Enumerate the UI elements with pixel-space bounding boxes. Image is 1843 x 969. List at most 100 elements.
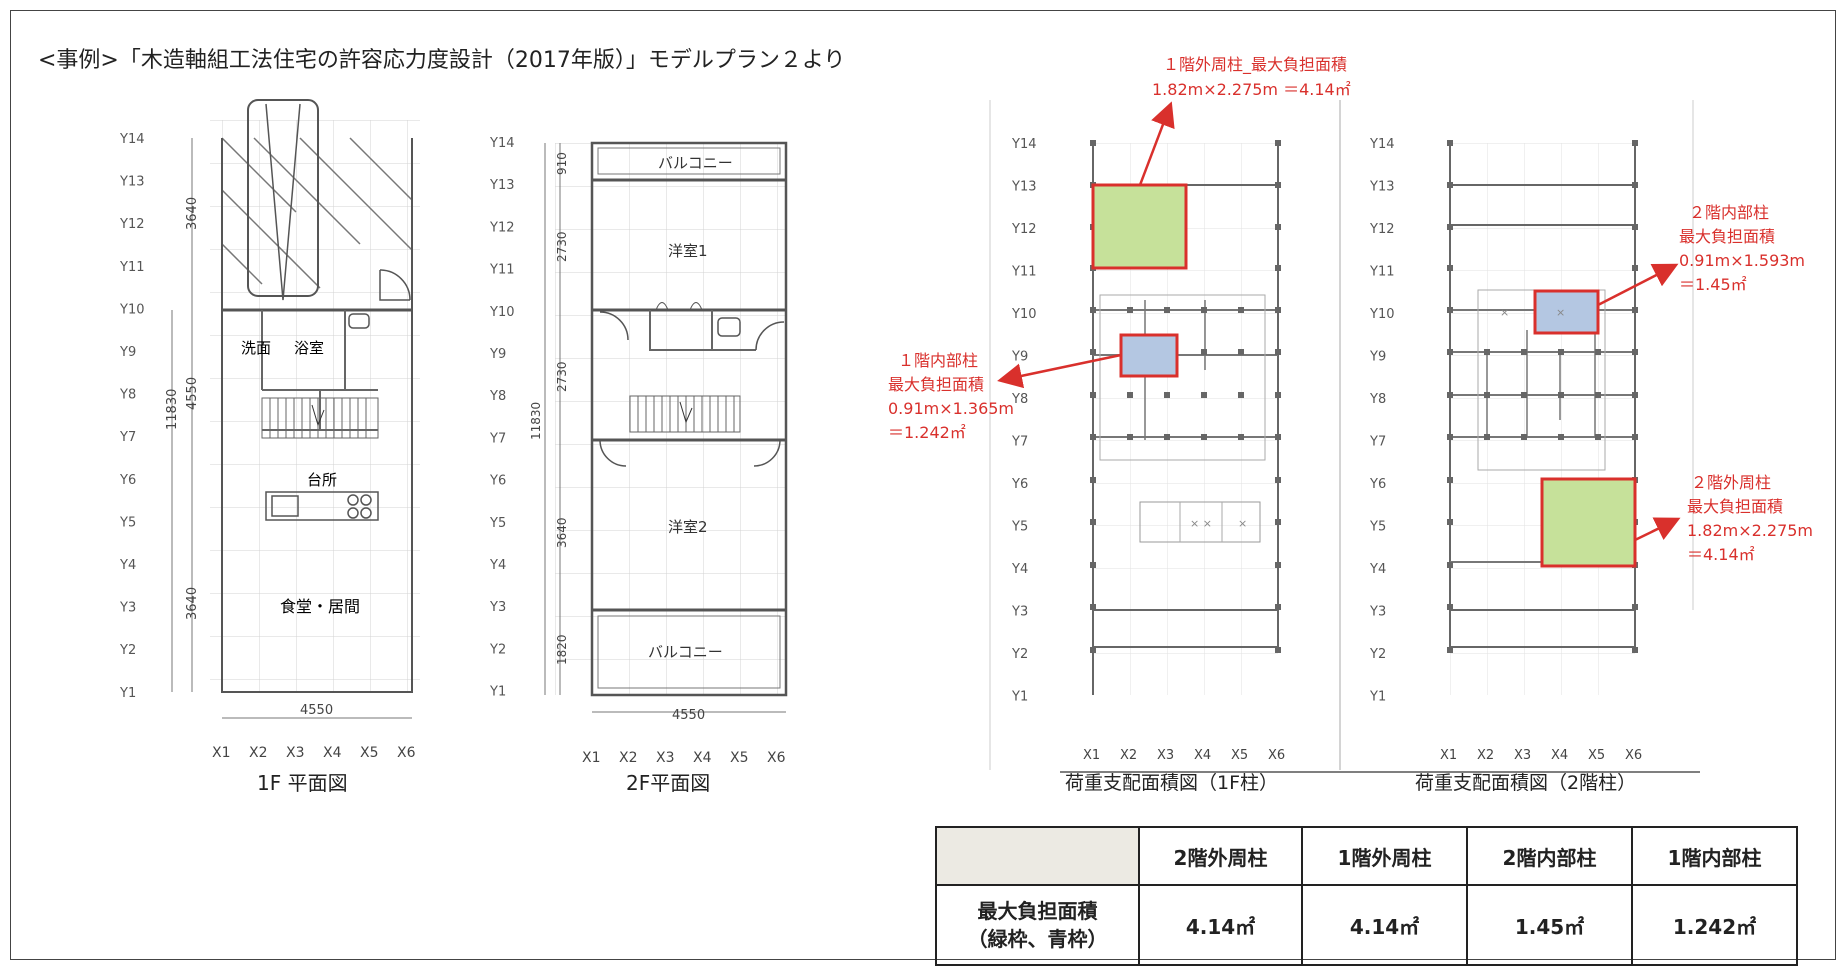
- table-corner-cell: [935, 826, 1140, 886]
- y-label-y11: Y11: [1369, 265, 1394, 280]
- room-label-dining: 食堂・居間: [280, 597, 360, 616]
- kitchen-counter: [265, 491, 379, 521]
- column-post: [1447, 477, 1453, 483]
- x-label-x3: X3: [656, 750, 675, 766]
- y-label-y5: Y5: [489, 516, 506, 531]
- x-label-x5: X5: [360, 745, 379, 761]
- row-label-line2: （緑枠、青枠）: [967, 927, 1108, 951]
- annotation-inner-1f-line2: 最大負担面積: [888, 375, 984, 394]
- x-label-x3: X3: [1157, 748, 1174, 763]
- y-label-y10: Y10: [1011, 307, 1036, 322]
- x-label-x6: X6: [1625, 748, 1642, 763]
- y-label-y3: Y3: [119, 601, 136, 616]
- room-label-bath: 浴室: [294, 339, 324, 357]
- y-label-y2: Y2: [489, 642, 506, 657]
- x-label-x6: X6: [1268, 748, 1285, 763]
- column-post: [1521, 349, 1527, 355]
- y-label-y6: Y6: [1369, 477, 1386, 492]
- dim-1f-mid: 4550: [185, 377, 200, 410]
- table-header-cell: 2階外周柱: [1138, 826, 1303, 886]
- room-label-balcony-bottom: バルコニー: [648, 643, 723, 661]
- x-label-x5: X5: [1588, 748, 1605, 763]
- y-label-y5: Y5: [119, 515, 136, 530]
- annotation-inner-1f-line3: 0.91m×1.365m: [888, 399, 1014, 418]
- plan-1f-dimensions: [171, 138, 412, 719]
- column-post: [1275, 182, 1281, 188]
- column-post: [1238, 434, 1244, 440]
- x-label-x5: X5: [1231, 748, 1248, 763]
- table-cell: 1.45㎡: [1466, 884, 1633, 966]
- y-label-y14: Y14: [1369, 137, 1394, 152]
- y-label-y9: Y9: [489, 347, 506, 362]
- column-post: [1090, 392, 1096, 398]
- load-1f-inner-column-area: [1119, 333, 1179, 378]
- y-label-y10: Y10: [1369, 307, 1394, 322]
- column-post: [1275, 604, 1281, 610]
- y-label-y10: Y10: [489, 305, 514, 320]
- column-post: [1521, 392, 1527, 398]
- column-post: [1447, 224, 1453, 230]
- y-label-y4: Y4: [119, 558, 136, 573]
- plan-2f-title: 2F平面図: [626, 771, 710, 795]
- y-label-y13: Y13: [1369, 180, 1394, 195]
- column-post: [1632, 307, 1638, 313]
- y-label-y8: Y8: [1011, 392, 1028, 407]
- load-1f-title: 荷重支配面積図（1F柱）: [1065, 772, 1278, 794]
- plan-2f-stairs: [629, 395, 741, 433]
- table-row-label: 最大負担面積 （緑枠、青枠）: [935, 884, 1140, 966]
- dim-2f-d5: 1820: [555, 634, 569, 665]
- y-label-y7: Y7: [119, 430, 136, 445]
- annotation-inner-2f-line2: 最大負担面積: [1679, 227, 1775, 246]
- load-2f-inner-column-area: [1533, 289, 1600, 335]
- column-post: [1127, 392, 1133, 398]
- dim-2f-total: 11830: [529, 402, 543, 440]
- load-1f-outer-column-area: [1091, 183, 1188, 270]
- column-post: [1484, 349, 1490, 355]
- column-post: [1632, 224, 1638, 230]
- column-post: [1484, 392, 1490, 398]
- column-post: [1632, 140, 1638, 146]
- column-post: [1632, 647, 1638, 653]
- column-post: [1447, 140, 1453, 146]
- column-post: [1447, 434, 1453, 440]
- column-post: [1275, 307, 1281, 313]
- y-label-y14: Y14: [119, 132, 144, 147]
- column-post: [1127, 307, 1133, 313]
- y-label-y2: Y2: [1011, 647, 1028, 662]
- row-label-line1: 最大負担面積: [977, 899, 1098, 923]
- y-label-y3: Y3: [1011, 605, 1028, 620]
- column-post: [1558, 392, 1564, 398]
- y-label-y5: Y5: [1369, 520, 1386, 535]
- y-label-y9: Y9: [1369, 350, 1386, 365]
- load-area-1f: × × × Y14Y13Y12Y11Y10Y9Y8Y7Y6Y5Y4Y3Y2Y1 …: [989, 100, 1341, 794]
- x-label-x4: X4: [693, 750, 712, 766]
- column-post: [1484, 434, 1490, 440]
- room-label-room2: 洋室2: [668, 518, 708, 536]
- column-post: [1447, 519, 1453, 525]
- column-post: [1521, 434, 1527, 440]
- column-post: [1090, 349, 1096, 355]
- column-post: [1632, 434, 1638, 440]
- column-post: [1275, 434, 1281, 440]
- load-2f-outer-column-area: [1540, 477, 1637, 568]
- y-label-y6: Y6: [489, 474, 506, 489]
- column-post: [1164, 307, 1170, 313]
- x-label-x4: X4: [1194, 748, 1211, 763]
- plan-1f: 洗面 浴室 台所 食堂・居間 Y14Y13Y12Y11Y10Y9Y8Y7Y6Y5…: [119, 99, 420, 795]
- x-label-x6: X6: [397, 745, 416, 761]
- column-post: [1090, 434, 1096, 440]
- column-post: [1447, 647, 1453, 653]
- annotation-outer-2f-line3: 1.82m×2.275m: [1687, 521, 1813, 540]
- column-post: [1275, 519, 1281, 525]
- annotation-outer-1f-line2: 1.82m×2.275m ＝4.14㎡: [1152, 80, 1351, 99]
- column-post: [1595, 349, 1601, 355]
- y-label-y11: Y11: [1011, 265, 1036, 280]
- load-2f-grid: [1450, 143, 1635, 695]
- arrow-outer-1f: [1138, 101, 1175, 186]
- column-post: [1275, 562, 1281, 568]
- table-header-cell: 1階外周柱: [1301, 826, 1468, 886]
- y-label-y8: Y8: [489, 389, 506, 404]
